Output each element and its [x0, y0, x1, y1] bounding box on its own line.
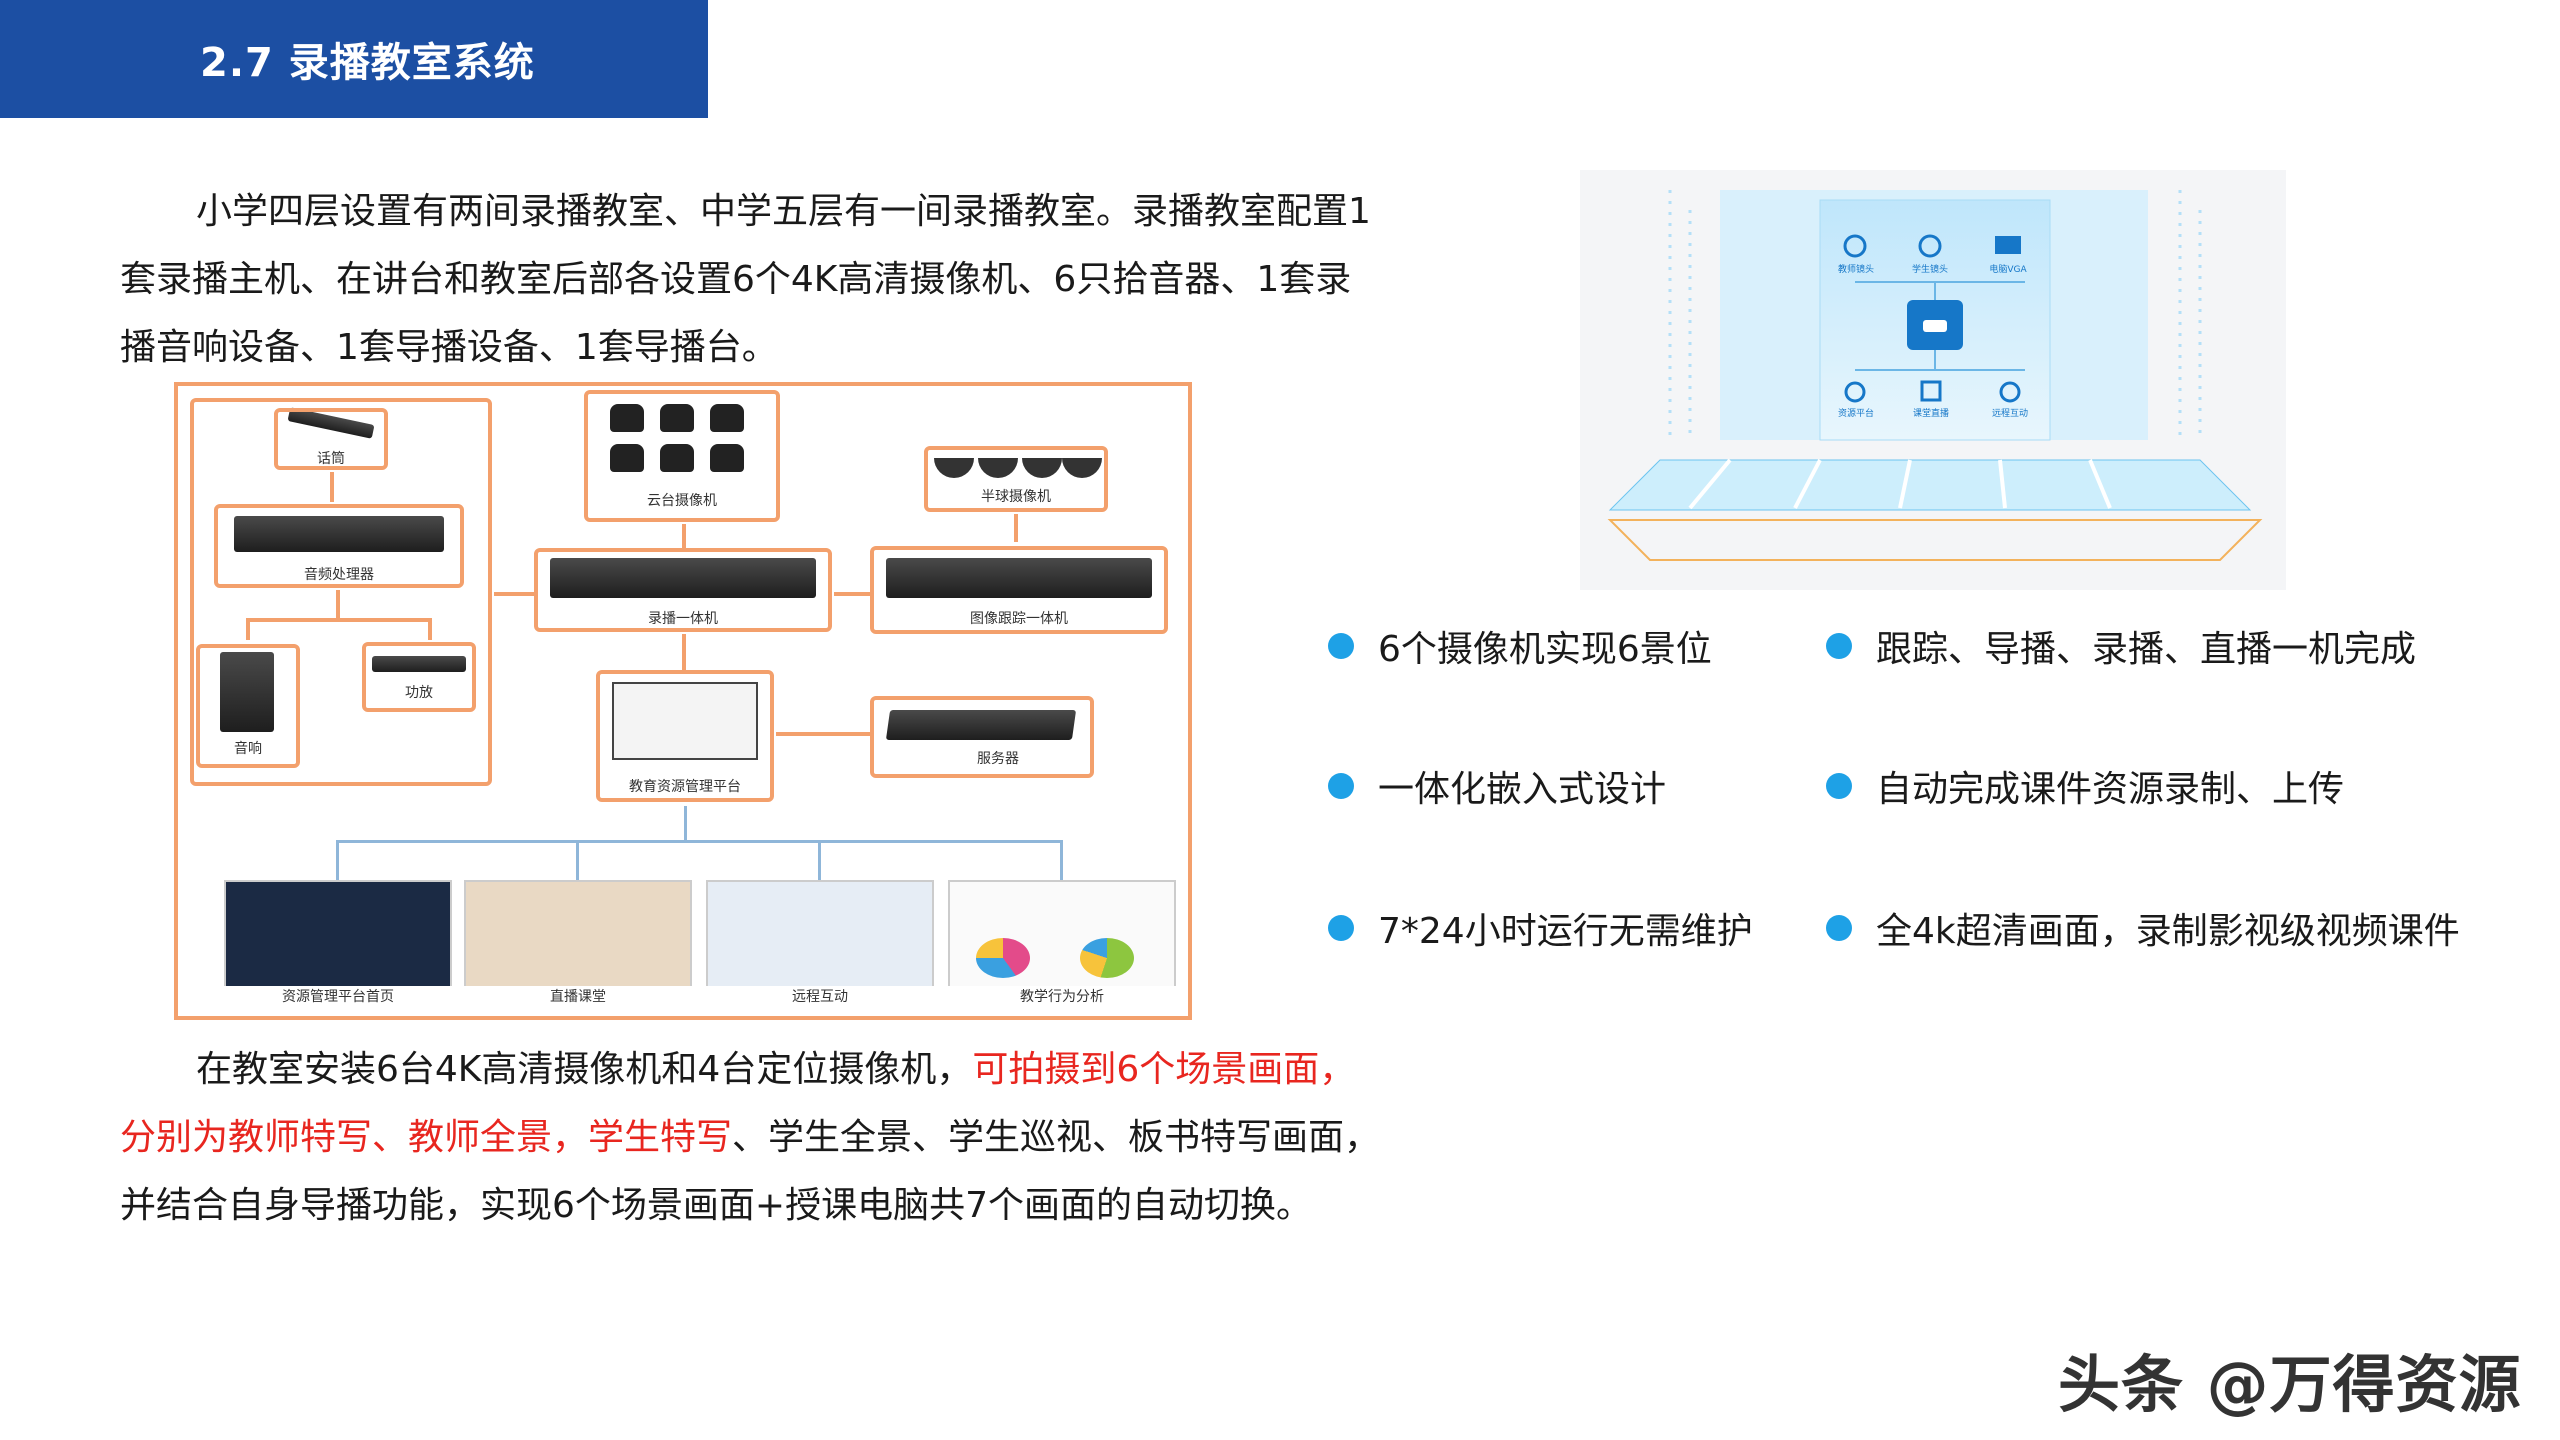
shot2-label: 直播课堂 — [464, 986, 692, 1006]
amplifier-label: 功放 — [362, 682, 476, 702]
screenshot-live-class — [464, 880, 692, 998]
feature-item: 一体化嵌入式设计 — [1328, 760, 1666, 812]
feature-item: 7*24小时运行无需维护 — [1328, 902, 1753, 954]
bullet-dot — [1826, 915, 1852, 941]
connector — [246, 618, 430, 622]
ptz-camera-icon — [710, 404, 744, 432]
bullet-dot — [1328, 915, 1354, 941]
dome-camera-label: 半球摄像机 — [924, 486, 1108, 506]
feature-text: 一体化嵌入式设计 — [1378, 760, 1666, 812]
shot1-label: 资源管理平台首页 — [224, 986, 452, 1006]
bullet-dot — [1328, 773, 1354, 799]
ptz-camera-icon — [610, 444, 644, 472]
connector — [684, 806, 687, 842]
screenshot-teaching-analysis — [948, 880, 1176, 998]
audio-processor-label: 音频处理器 — [214, 564, 464, 584]
icon-label-pc-vga: 电脑VGA — [1980, 262, 2036, 275]
speaker-label: 音响 — [196, 738, 300, 758]
connector — [1014, 514, 1018, 542]
details-paragraph: 在教室安装6台4K高清摄像机和4台定位摄像机，可拍摄到6个场景画面，分别为教师特… — [120, 1036, 1390, 1240]
icon-label-teacher-cam: 教师镜头 — [1828, 262, 1884, 275]
amplifier-icon — [372, 656, 466, 672]
ptz-camera-icon — [660, 404, 694, 432]
server-icon — [886, 710, 1076, 740]
connector — [336, 840, 1062, 843]
bullet-dot — [1826, 633, 1852, 659]
icon-label-student-cam: 学生镜头 — [1902, 262, 1958, 275]
details-part1: 在教室安装6台4K高清摄像机和4台定位摄像机， — [196, 1049, 972, 1090]
platform-monitor-icon — [612, 682, 758, 760]
ptz-camera-icon — [610, 404, 644, 432]
feature-text: 全4k超清画面，录制影视级视频课件 — [1876, 902, 2460, 954]
intro-paragraph: 小学四层设置有两间录播教室、中学五层有一间录播教室。录播教室配置1套录播主机、在… — [120, 178, 1380, 382]
mic-label: 话筒 — [274, 448, 388, 468]
connector — [834, 592, 874, 596]
server-label: 服务器 — [938, 748, 1058, 768]
ptz-camera-icon — [660, 444, 694, 472]
feature-text: 7*24小时运行无需维护 — [1378, 902, 1753, 954]
bullet-dot — [1328, 633, 1354, 659]
connector — [776, 732, 876, 736]
icon-label-resource-platform: 资源平台 — [1828, 406, 1884, 419]
connector — [1060, 840, 1063, 880]
recorder-icon — [550, 558, 816, 598]
connector — [428, 618, 432, 640]
shot3-label: 远程互动 — [706, 986, 934, 1006]
studio-illustration: 教师镜头 学生镜头 电脑VGA 资源平台 课堂直播 远程互动 — [1580, 170, 2286, 590]
connector — [330, 472, 334, 502]
feature-item: 自动完成课件资源录制、上传 — [1826, 760, 2344, 812]
feature-item: 全4k超清画面，录制影视级视频课件 — [1826, 902, 2460, 954]
pie-chart-icon — [1080, 938, 1134, 978]
tracker-label: 图像跟踪一体机 — [870, 608, 1168, 628]
screenshot-platform-home — [224, 880, 452, 998]
tracker-icon — [886, 558, 1152, 598]
bullet-dot — [1826, 773, 1852, 799]
speaker-icon — [220, 652, 274, 732]
audio-processor-icon — [234, 516, 444, 552]
connector — [246, 618, 250, 640]
recorder-label: 录播一体机 — [534, 608, 832, 628]
feature-text: 自动完成课件资源录制、上传 — [1876, 760, 2344, 812]
section-banner: 2.7 录播教室系统 — [0, 0, 708, 118]
connector — [682, 634, 686, 672]
feature-item: 跟踪、导播、录播、直播一机完成 — [1826, 620, 2416, 672]
icon-label-live-class: 课堂直播 — [1903, 406, 1959, 419]
connector — [818, 840, 821, 880]
shot4-label: 教学行为分析 — [948, 986, 1176, 1006]
connector — [336, 840, 339, 880]
studio-illustration-graphic — [1580, 170, 2286, 590]
section-title: 2.7 录播教室系统 — [200, 30, 535, 88]
platform-label: 教育资源管理平台 — [596, 776, 774, 796]
ptz-camera-label: 云台摄像机 — [584, 490, 780, 510]
icon-label-remote: 远程互动 — [1982, 406, 2038, 419]
watermark: 头条 @万得资源 — [2058, 1334, 2522, 1424]
screenshot-remote-interaction — [706, 880, 934, 998]
pie-chart-icon — [976, 938, 1030, 978]
feature-item: 6个摄像机实现6景位 — [1328, 620, 1712, 672]
connector — [576, 840, 579, 880]
ptz-camera-icon — [710, 444, 744, 472]
feature-text: 跟踪、导播、录播、直播一机完成 — [1876, 620, 2416, 672]
connector — [336, 590, 340, 620]
feature-text: 6个摄像机实现6景位 — [1378, 620, 1712, 672]
system-diagram: 话筒 音频处理器 音响 功放 云台摄像机 半球摄像机 录播一体机 图像跟踪一体机… — [174, 382, 1192, 1020]
